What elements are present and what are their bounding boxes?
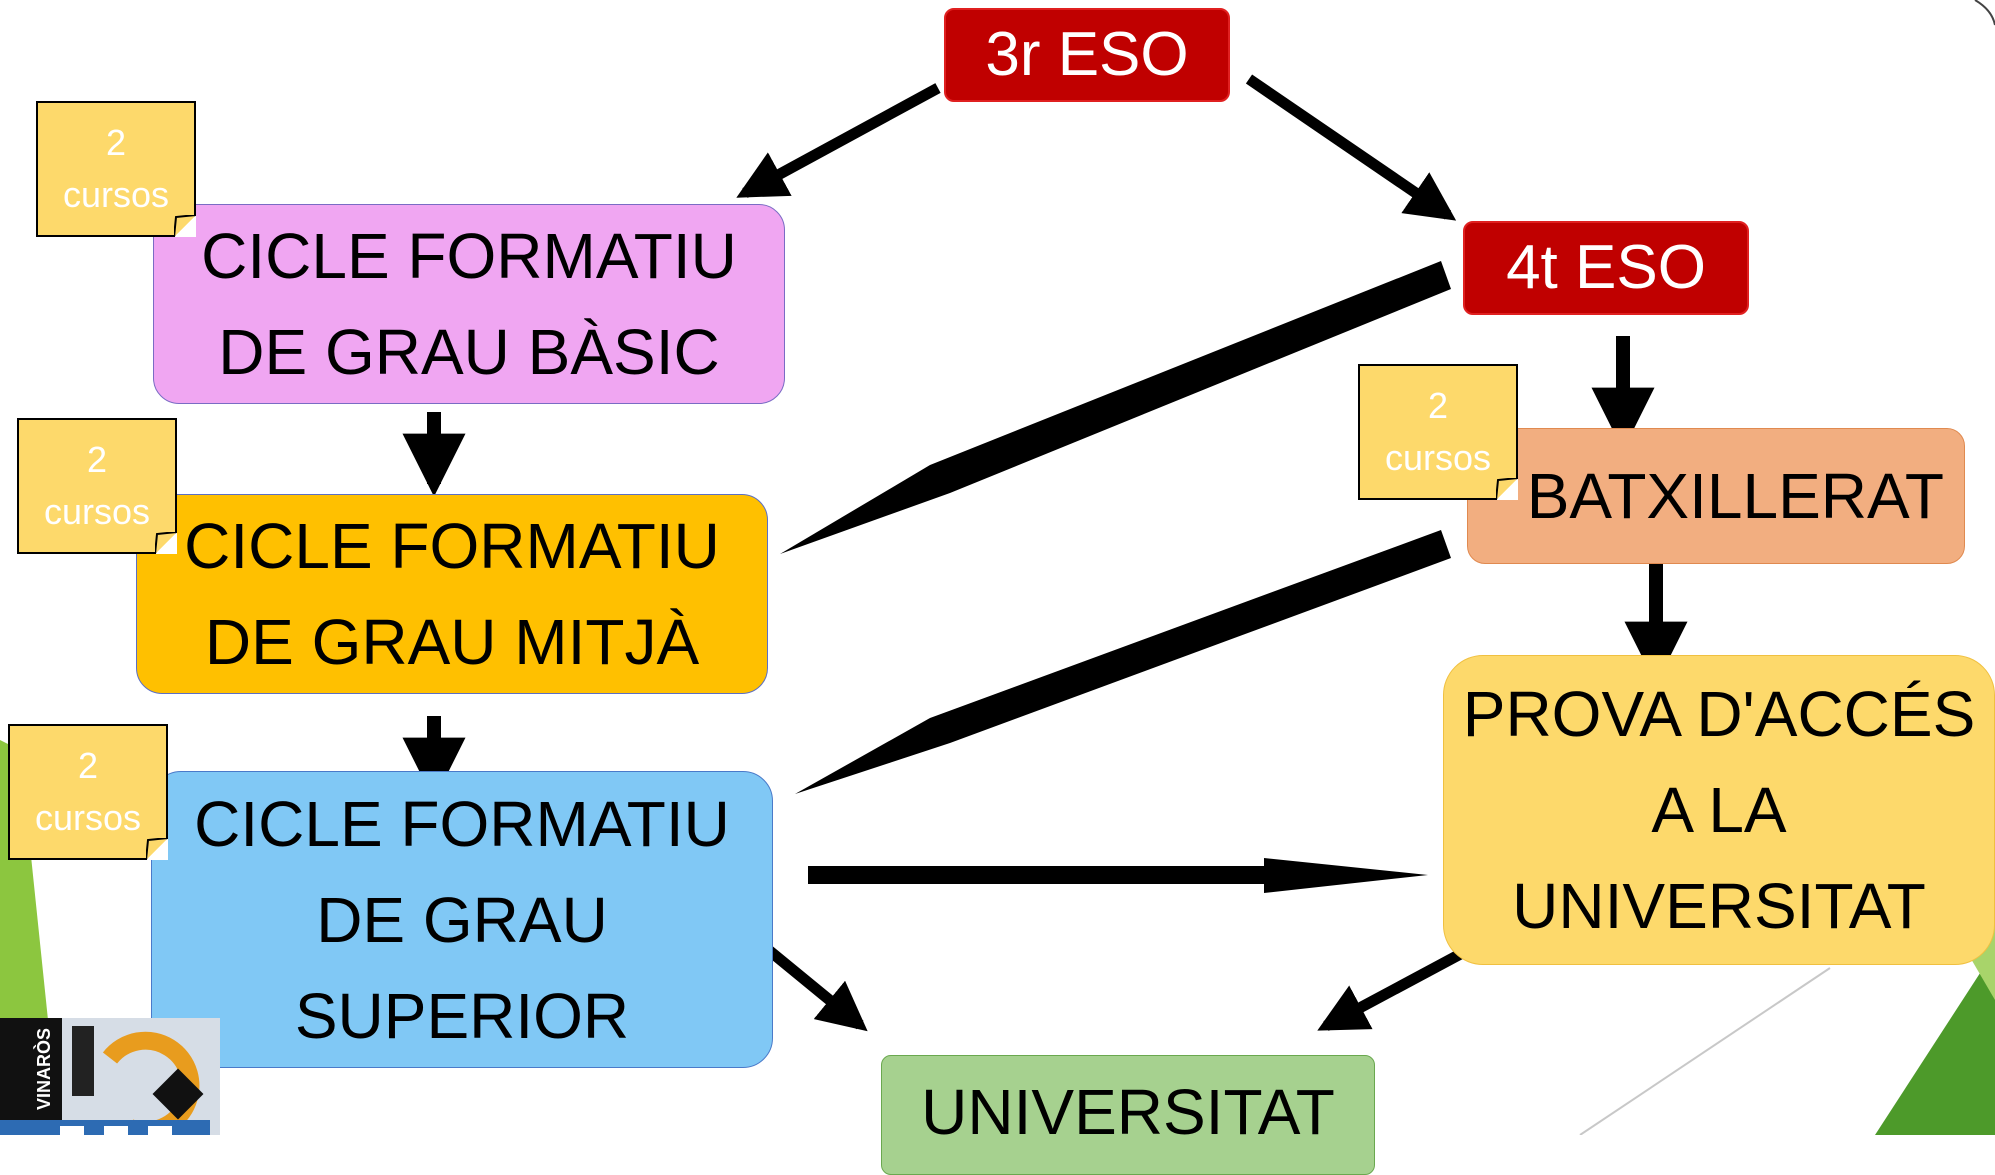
note-mitja-text: 2 cursos — [43, 438, 151, 532]
arrow-eso4-to-mitja — [780, 261, 1451, 554]
note-batxillerat-duration: 2 cursos — [1358, 364, 1518, 500]
note-basic-text: 2 cursos — [62, 121, 170, 215]
note-mitja-duration: 2 cursos — [17, 418, 177, 554]
node-4t-eso: 4t ESO — [1463, 221, 1749, 315]
note-superior-text: 2 cursos — [34, 744, 142, 838]
note-basic-duration: 2 cursos — [36, 101, 196, 237]
arrow-batxillerat-to-superior — [795, 530, 1451, 794]
note-batxillerat-text: 2 cursos — [1384, 384, 1492, 478]
node-cicle-mitja-label: CICLE FORMATIU DE GRAU MITJÀ — [184, 510, 720, 678]
logo-text: VINARÒS — [33, 1028, 54, 1110]
note-superior-duration: 2 cursos — [8, 724, 168, 860]
arrow-eso3-to-basic — [736, 83, 941, 198]
note-fold-icon — [174, 215, 196, 237]
arrow-eso3-to-eso4 — [1245, 74, 1457, 221]
note-fold-icon — [146, 838, 168, 860]
node-cicle-superior: CICLE FORMATIU DE GRAU SUPERIOR — [151, 771, 773, 1068]
note-fold-icon — [155, 532, 177, 554]
node-cicle-superior-label: CICLE FORMATIU DE GRAU SUPERIOR — [194, 787, 730, 1052]
node-cicle-mitja: CICLE FORMATIU DE GRAU MITJÀ — [136, 494, 768, 694]
node-universitat: UNIVERSITAT — [881, 1055, 1375, 1175]
node-batxillerat: BATXILLERAT — [1467, 428, 1965, 564]
school-logo: VINARÒS — [0, 1018, 220, 1135]
arrow-superior-to-prova — [808, 858, 1428, 893]
node-4t-eso-label: 4t ESO — [1506, 233, 1706, 302]
note-fold-icon — [1496, 478, 1518, 500]
node-universitat-label: UNIVERSITAT — [921, 1076, 1335, 1148]
node-batxillerat-label: BATXILLERAT — [1526, 460, 1944, 532]
node-cicle-basic-label: CICLE FORMATIU DE GRAU BÀSIC — [201, 220, 737, 388]
node-prova-acces-label: PROVA D'ACCÉS A LA UNIVERSITAT — [1462, 678, 1976, 942]
node-prova-acces: PROVA D'ACCÉS A LA UNIVERSITAT — [1443, 655, 1995, 965]
arrow-prova-to-universitat — [1317, 938, 1484, 1031]
node-3r-eso: 3r ESO — [944, 8, 1230, 102]
node-3r-eso-label: 3r ESO — [985, 20, 1189, 89]
arrows-layer — [402, 74, 1688, 1032]
node-cicle-basic: CICLE FORMATIU DE GRAU BÀSIC — [153, 204, 785, 404]
